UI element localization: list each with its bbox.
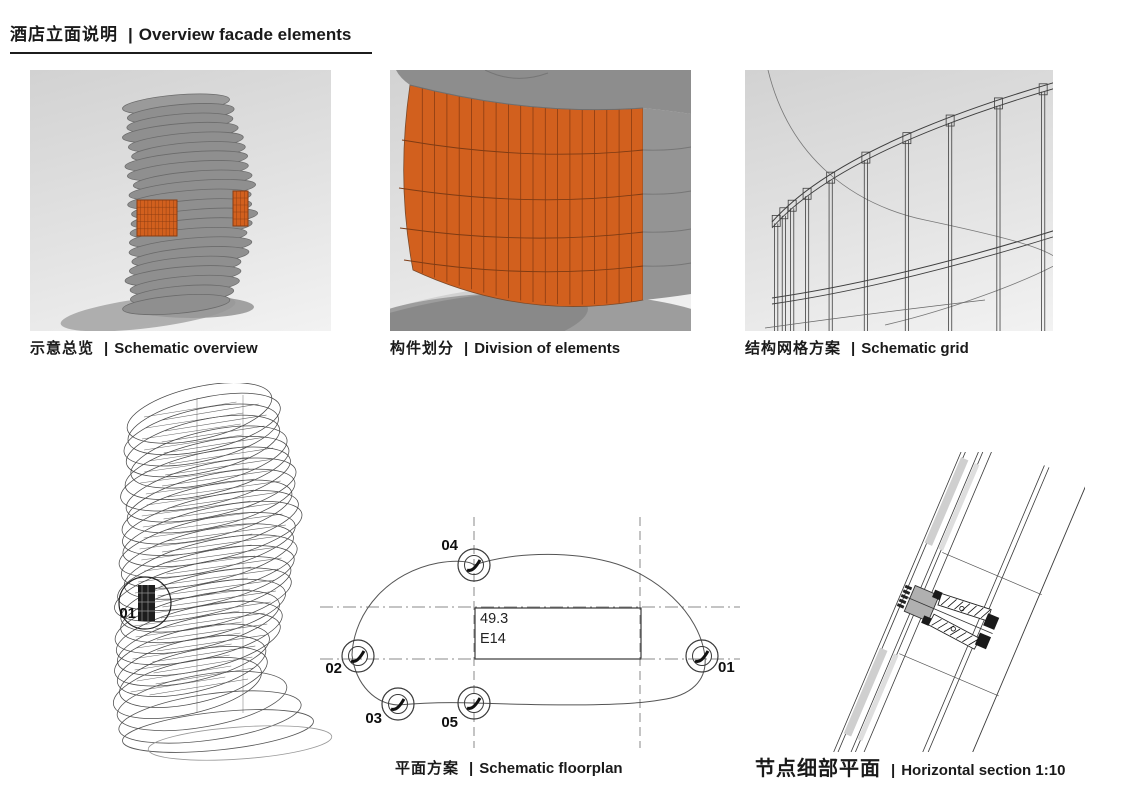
wireframe-tower-drawing: 01 <box>112 383 333 761</box>
wireframe-marker-label: 01 <box>119 605 136 622</box>
label-05: 05 <box>441 714 458 731</box>
caption-section-divider: | <box>891 762 896 779</box>
caption-section: 节点细部平面 | Horizontal section 1:10 <box>755 752 1065 781</box>
caption-overview-divider: | <box>104 340 109 357</box>
floorplan-markers <box>341 548 719 721</box>
caption-division-zh: 构件划分 <box>390 340 455 357</box>
page-title: 酒店立面说明 | Overview facade elements <box>10 20 351 45</box>
label-03: 03 <box>365 710 382 727</box>
caption-floorplan: 平面方案 | Schematic floorplan <box>395 757 623 778</box>
caption-division-en: Division of elements <box>474 340 621 357</box>
marker-04 <box>457 548 491 582</box>
caption-overview: 示意总览 | Schematic overview <box>30 337 258 358</box>
caption-floorplan-zh: 平面方案 <box>395 760 460 777</box>
title-underline <box>10 52 372 54</box>
marker-05 <box>457 686 491 720</box>
label-01: 01 <box>718 659 735 676</box>
section-detail-drawing <box>831 452 1085 752</box>
marker-02 <box>341 639 375 673</box>
page-title-en: Overview facade elements <box>138 25 352 44</box>
caption-grid-divider: | <box>851 340 856 357</box>
grid-drawing <box>764 70 1053 331</box>
caption-overview-en: Schematic overview <box>114 340 258 357</box>
label-04: 04 <box>441 537 458 554</box>
page-title-zh: 酒店立面说明 <box>10 25 118 44</box>
render-division-of-elements <box>390 70 691 331</box>
floorplan-centerlines <box>320 517 740 748</box>
caption-grid-en: Schematic grid <box>861 340 969 357</box>
caption-section-en: Horizontal section 1:10 <box>901 762 1066 779</box>
caption-division-divider: | <box>464 340 469 357</box>
caption-grid: 结构网格方案 | Schematic grid <box>745 337 969 358</box>
marker-01 <box>685 639 719 673</box>
caption-floorplan-en: Schematic floorplan <box>479 760 623 777</box>
wireframe-detail-callout: 01 <box>118 576 172 630</box>
floorplan-outline <box>351 553 706 706</box>
callout-circle <box>118 576 172 630</box>
render-schematic-grid <box>745 70 1053 331</box>
caption-section-zh: 节点细部平面 <box>755 758 881 780</box>
caption-overview-zh: 示意总览 <box>30 340 95 357</box>
label-02: 02 <box>325 660 342 677</box>
title-divider: | <box>128 25 133 44</box>
caption-grid-zh: 结构网格方案 <box>745 340 842 357</box>
caption-floorplan-divider: | <box>469 760 474 777</box>
detail-panel-grid <box>138 585 155 621</box>
schematic-overview-drawing <box>60 93 259 331</box>
wireframe-tower-floors <box>112 383 333 761</box>
floorplan-dim-width: 49.3 <box>480 611 508 627</box>
floorplan-core-rect <box>474 607 642 660</box>
floorplan-grid-ref: E14 <box>480 631 506 647</box>
section-detail-assembly <box>831 452 1085 752</box>
caption-division: 构件划分 | Division of elements <box>390 337 620 358</box>
floorplan-drawing: 49.3 E14 01 02 03 04 05 <box>320 517 740 748</box>
division-drawing <box>390 70 691 331</box>
render-schematic-overview <box>30 70 331 331</box>
marker-03 <box>381 687 415 721</box>
floorplan-marker-labels: 01 02 03 04 05 <box>325 537 734 731</box>
detail-panel-thumbnail <box>138 585 155 621</box>
